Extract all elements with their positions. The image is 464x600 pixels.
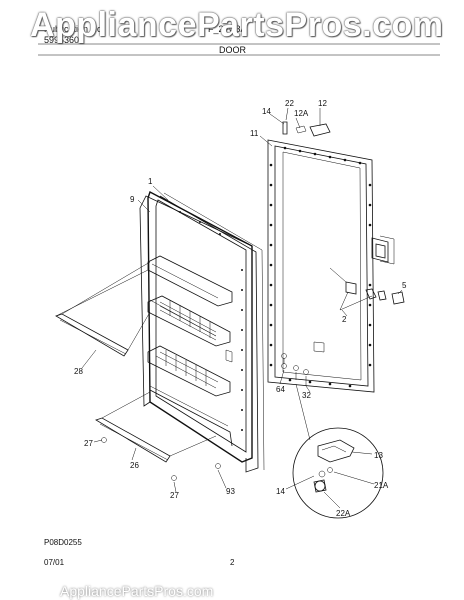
door-gasket-frame	[267, 139, 375, 393]
part-label-32: 32	[302, 391, 311, 400]
part-label-28: 28	[74, 367, 83, 376]
section-title: DOOR	[219, 45, 246, 55]
part-label-13: 13	[374, 451, 383, 460]
part-label-22: 22	[285, 99, 294, 108]
watermark-top: AppliancePartsPros.com	[30, 6, 444, 44]
page-number: 2	[230, 558, 235, 567]
part-label-21a: 21A	[374, 481, 389, 490]
diagram-code: P08D0255	[44, 538, 82, 547]
part-label-27-left: 27	[84, 439, 93, 448]
part-label-12a: 12A	[294, 109, 309, 118]
shelf-rail-28	[55, 261, 151, 357]
part-label-93: 93	[226, 487, 235, 496]
part-label-64: 64	[276, 385, 285, 394]
hinge-detail-circle	[292, 383, 384, 519]
revision-date: 07/01	[44, 558, 65, 567]
part-label-22a: 22A	[336, 509, 351, 518]
publication-number: 5995360	[44, 35, 80, 45]
bottom-screws	[281, 353, 309, 386]
part-label-9: 9	[130, 195, 135, 204]
watermark-bottom: AppliancePartsPros.com	[60, 583, 214, 599]
part-label-1: 1	[148, 177, 153, 186]
part-label-5: 5	[402, 281, 407, 290]
shelf-rail-26	[95, 391, 221, 481]
part-label-14-detail: 14	[276, 487, 285, 496]
part-label-26: 26	[130, 461, 139, 470]
publication-label: Publication No	[44, 24, 103, 34]
model-number: F_2FC3A	[208, 24, 247, 34]
part-label-11: 11	[250, 129, 259, 138]
leader-lines	[81, 107, 403, 509]
part-label-12: 12	[318, 99, 327, 108]
part-label-14-top: 14	[262, 107, 271, 116]
door-liner	[139, 190, 265, 473]
handle-bracket	[371, 235, 395, 265]
part-label-2: 2	[342, 315, 347, 324]
part-label-27-bottom: 27	[170, 491, 179, 500]
hinge-top-parts	[282, 121, 331, 137]
latch-parts	[329, 267, 405, 311]
